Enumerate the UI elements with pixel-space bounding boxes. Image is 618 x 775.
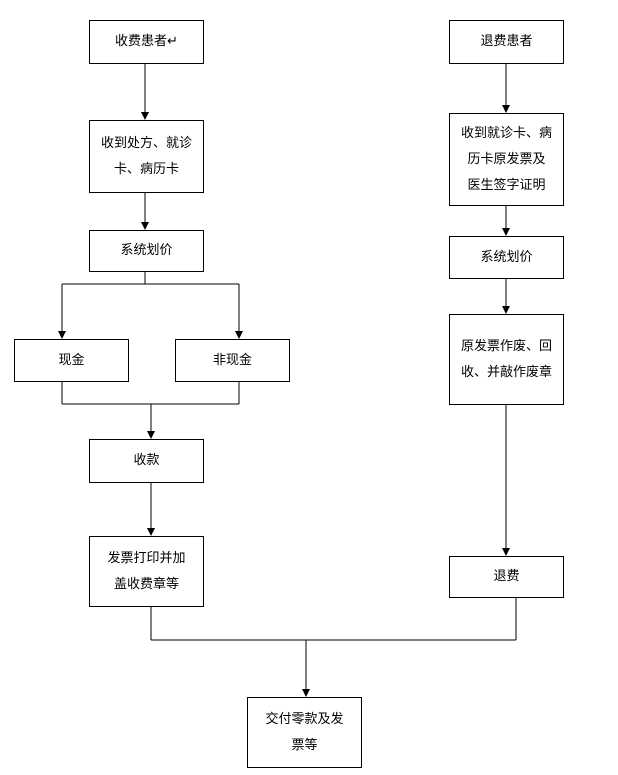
arrowhead [58, 331, 66, 339]
arrowhead [502, 306, 510, 314]
arrowhead [141, 222, 149, 230]
box-system-pricing-right: 系统划价 [449, 236, 564, 279]
box-print-invoice-label: 发票打印并加 盖收费章等 [107, 550, 186, 592]
arrowhead [141, 112, 149, 120]
box-void-invoice: 原发票作废、回 收、并敲作废章 [449, 314, 564, 405]
arrowhead [235, 331, 243, 339]
box-void-invoice-label: 原发票作废、回 收、并敲作废章 [460, 338, 552, 380]
box-receive-card-invoice-label: 收到就诊卡、病 历卡原发票及 医生签字证明 [460, 125, 552, 193]
box-refund: 退费 [449, 556, 564, 598]
arrowhead [502, 105, 510, 113]
box-noncash-label: 非现金 [212, 352, 252, 368]
box-refund-label: 退费 [493, 569, 520, 584]
box-collect-payment-label: 收款 [133, 453, 160, 468]
box-cash: 现金 [14, 339, 129, 382]
box-system-pricing-left-label: 系统划价 [120, 243, 173, 258]
box-receive-card-invoice: 收到就诊卡、病 历卡原发票及 医生签字证明 [449, 113, 564, 206]
arrowhead [302, 689, 310, 697]
box-refund-patient-label: 退费患者 [480, 34, 533, 49]
box-charge-patient: 收费患者↵ [89, 20, 204, 64]
arrowhead [147, 528, 155, 536]
box-cash-label: 现金 [58, 352, 85, 368]
box-system-pricing-right-label: 系统划价 [480, 249, 533, 265]
box-deliver-change: 交付零款及发 票等 [247, 697, 362, 768]
box-print-invoice: 发票打印并加 盖收费章等 [89, 536, 204, 607]
box-collect-payment: 收款 [89, 439, 204, 483]
box-refund-patient: 退费患者 [449, 20, 564, 64]
box-charge-patient-label: 收费患者↵ [115, 34, 178, 49]
arrowhead [502, 548, 510, 556]
box-noncash: 非现金 [175, 339, 290, 382]
box-deliver-change-label: 交付零款及发 票等 [265, 711, 344, 753]
box-receive-prescription: 收到处方、就诊 卡、病历卡 [89, 120, 204, 193]
arrowhead [147, 431, 155, 439]
box-system-pricing-left: 系统划价 [89, 230, 204, 272]
box-receive-prescription-label: 收到处方、就诊 卡、病历卡 [100, 135, 192, 177]
arrowhead [502, 228, 510, 236]
